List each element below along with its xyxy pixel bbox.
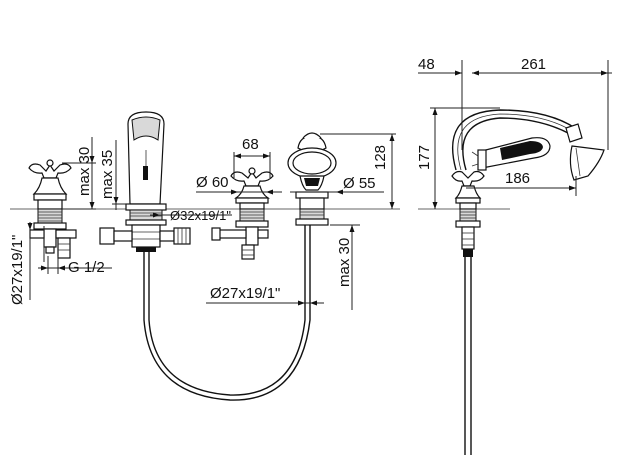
dim-max30-right: max 30 bbox=[330, 224, 360, 310]
hose bbox=[143, 225, 311, 401]
dim-h128: 128 bbox=[320, 133, 396, 209]
dim-thread-bottom: Ø27x19/1" bbox=[206, 285, 324, 306]
label-thread-left: Ø27x19/1" bbox=[9, 235, 26, 305]
dim-w186: 186 bbox=[466, 170, 577, 196]
dim-g12: G 1/2 bbox=[38, 256, 112, 276]
dim-d60: Ø 60 bbox=[196, 174, 282, 195]
side-view bbox=[451, 109, 605, 455]
dim-max35: max 35 bbox=[99, 140, 130, 210]
label-d32: Ø32x19/1" bbox=[170, 208, 231, 223]
label-thread-bottom: Ø27x19/1" bbox=[210, 285, 280, 302]
label-w68: 68 bbox=[242, 136, 259, 153]
label-w48: 48 bbox=[418, 56, 435, 73]
label-w186: 186 bbox=[505, 170, 530, 187]
dim-d32: Ø32x19/1" bbox=[150, 208, 232, 223]
label-d55: Ø 55 bbox=[343, 175, 376, 192]
label-d60: Ø 60 bbox=[196, 174, 229, 191]
label-h177: 177 bbox=[416, 145, 433, 170]
center-cross-valve bbox=[211, 167, 274, 260]
label-w261: 261 bbox=[521, 56, 546, 73]
dim-max30-left: max 30 bbox=[62, 137, 96, 210]
dim-d55: Ø 55 bbox=[290, 175, 384, 195]
label-max35: max 35 bbox=[99, 150, 116, 199]
dim-w48: 48 bbox=[418, 56, 463, 150]
dim-w68: 68 bbox=[233, 136, 271, 178]
dim-thread-left: Ø27x19/1" bbox=[9, 222, 45, 305]
label-max30-left: max 30 bbox=[76, 147, 93, 196]
spout bbox=[99, 111, 191, 252]
hand-shower-front bbox=[287, 132, 337, 226]
label-max30-right: max 30 bbox=[336, 238, 353, 287]
dim-h177: 177 bbox=[416, 107, 500, 209]
left-cross-valve bbox=[28, 159, 77, 259]
label-h128: 128 bbox=[372, 145, 389, 170]
label-g12: G 1/2 bbox=[68, 259, 105, 276]
dim-w261: 261 bbox=[472, 56, 612, 150]
